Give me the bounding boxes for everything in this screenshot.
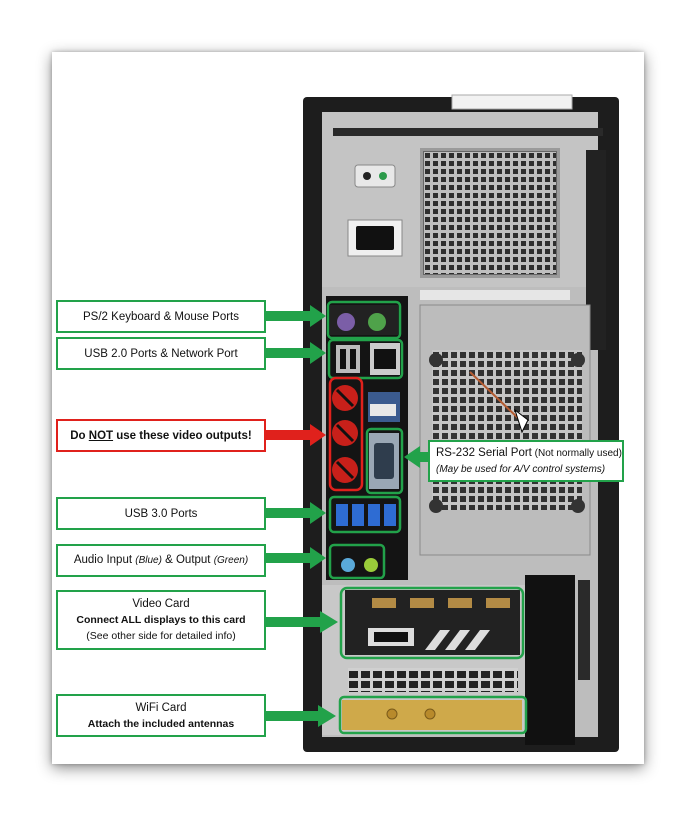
usb3-ports bbox=[336, 504, 396, 526]
wifi-card-label: WiFi Card Attach the included antennas bbox=[56, 694, 266, 737]
red-arrow bbox=[266, 424, 326, 446]
audio-output-jack bbox=[364, 558, 378, 572]
green-arrows bbox=[266, 305, 428, 727]
video-card-label: Video Card Connect ALL displays to this … bbox=[56, 590, 266, 650]
blocked-video-ports bbox=[332, 385, 358, 483]
video-warning-label: Do NOT use these video outputs! bbox=[56, 419, 266, 452]
audio-label: Audio Input (Blue) & Output (Green) bbox=[56, 544, 266, 577]
ps2-mouse-port bbox=[368, 313, 386, 331]
rs232-label: RS-232 Serial Port (Not normally used) (… bbox=[428, 440, 624, 482]
cursor-icon bbox=[514, 408, 529, 434]
usb2-label: USB 2.0 Ports & Network Port bbox=[56, 337, 266, 370]
highlight-boxes bbox=[326, 300, 528, 735]
ps2-keyboard-port bbox=[337, 313, 355, 331]
red-highlight-box bbox=[328, 376, 364, 492]
usb3-label: USB 3.0 Ports bbox=[56, 497, 266, 530]
ps2-label: PS/2 Keyboard & Mouse Ports bbox=[56, 300, 266, 333]
audio-input-jack bbox=[341, 558, 355, 572]
